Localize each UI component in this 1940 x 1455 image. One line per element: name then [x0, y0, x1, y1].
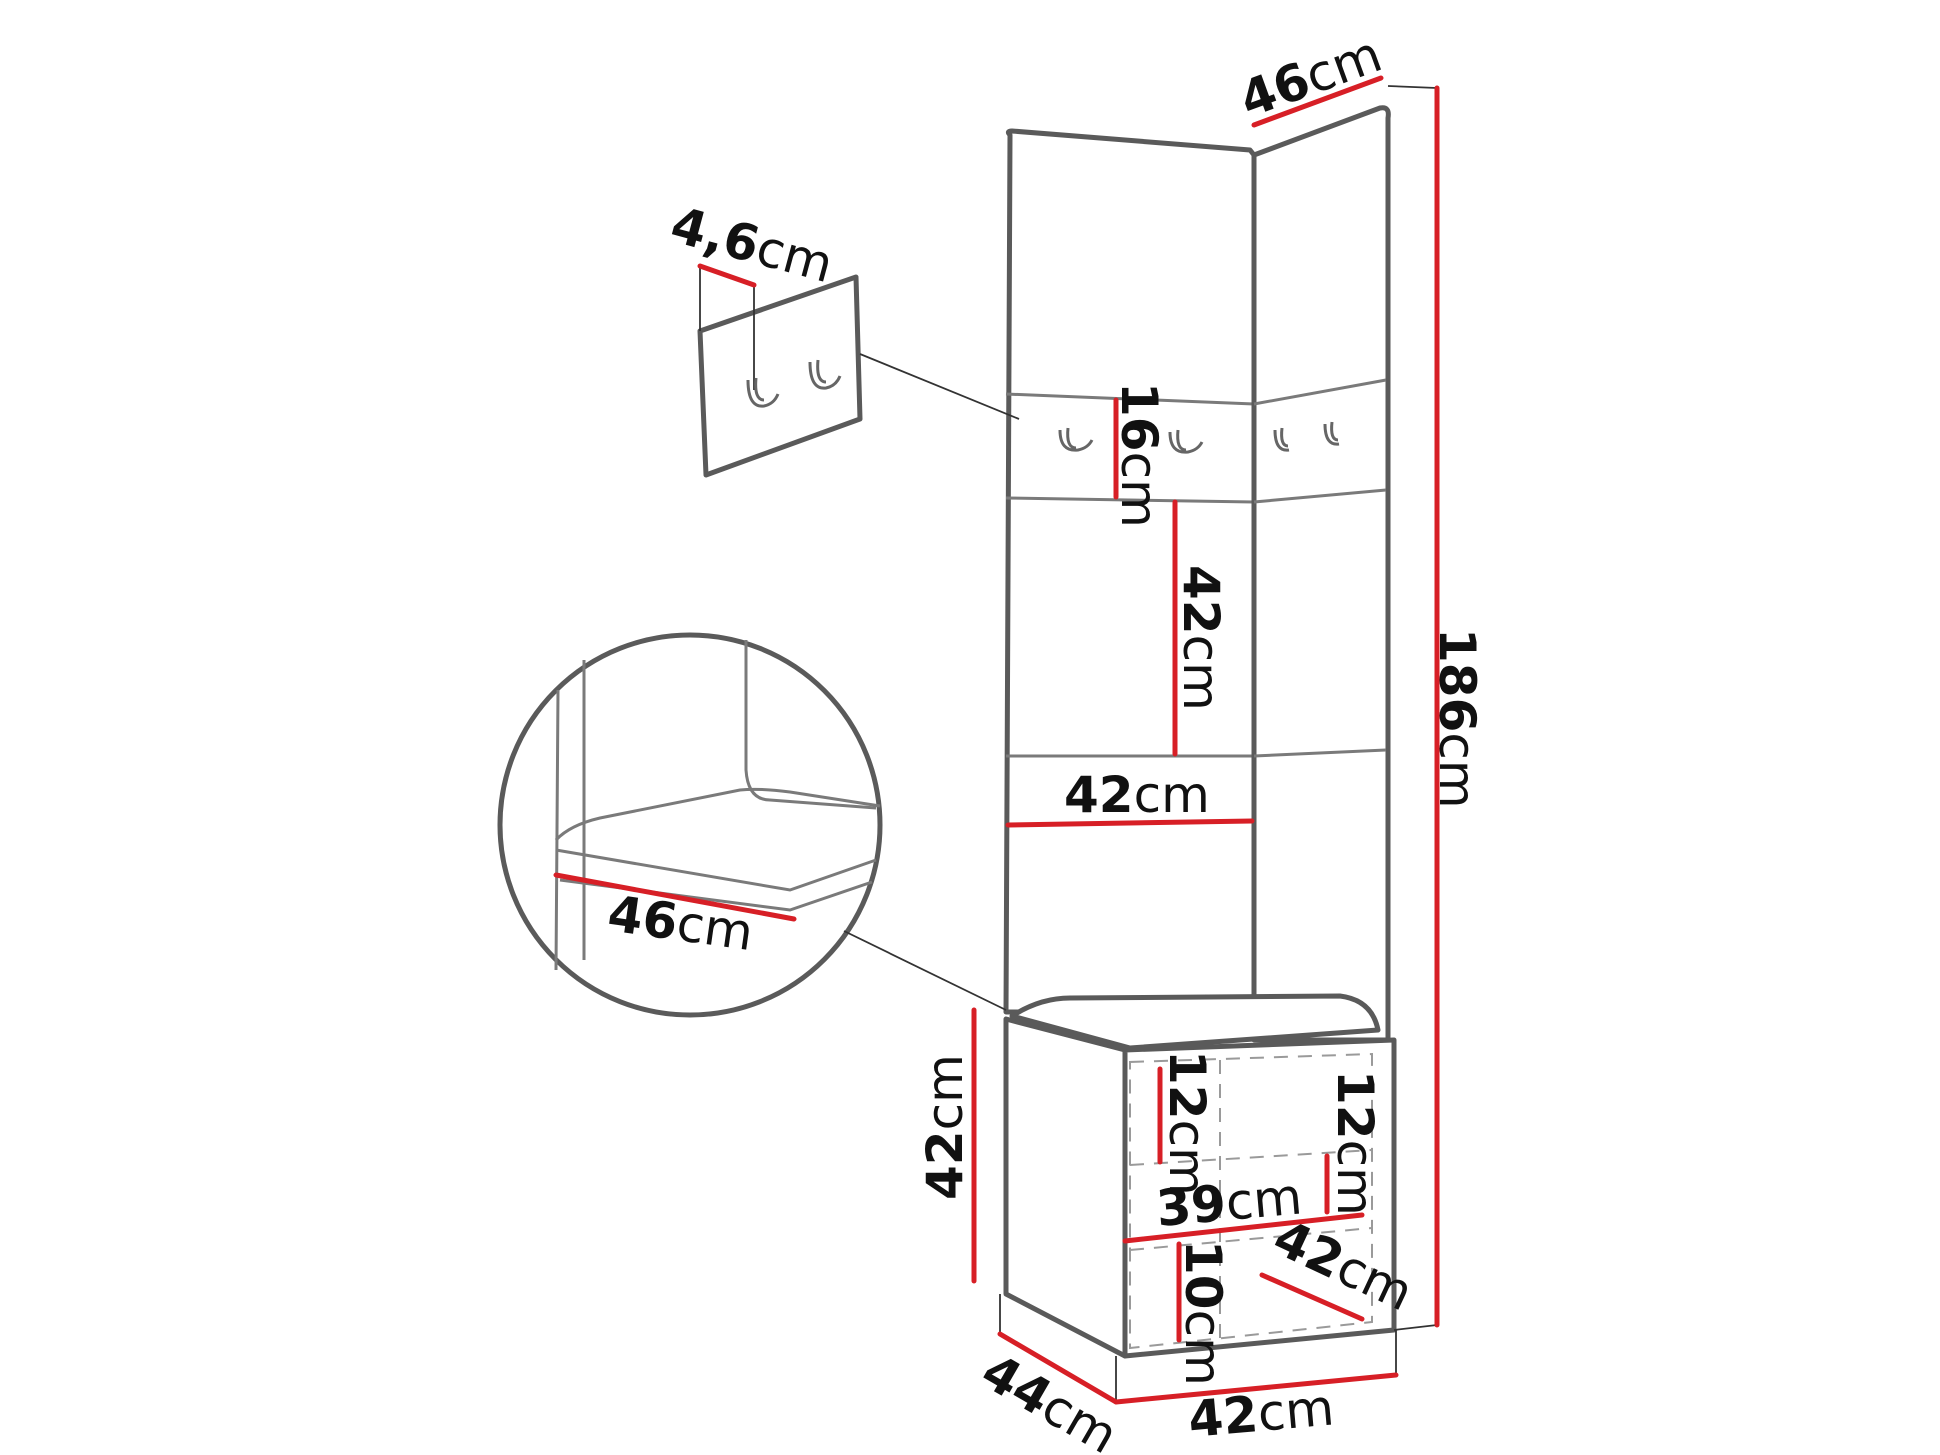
label-upper-shelf-right: 12cm [1326, 1070, 1384, 1216]
coat-hooks [1058, 421, 1340, 454]
label-panel-width: 42cm [1064, 766, 1210, 824]
label-shelf-width: 39cm [1154, 1167, 1304, 1237]
label-hook-panel-thickness: 4,6cm [665, 196, 839, 295]
label-cabinet-width: 42cm [1186, 1378, 1336, 1448]
label-hook-strip-height: 16cm [1110, 382, 1168, 528]
dimension-lines [553, 75, 1440, 1405]
bench-cabinet [1003, 993, 1397, 1359]
label-upper-shelf-left: 12cm [1158, 1050, 1216, 1196]
extension-lines [999, 85, 1438, 1402]
label-lower-shelf-height: 10cm [1174, 1240, 1232, 1386]
label-total-height: 186cm [1428, 628, 1486, 809]
hook-panel-detail [697, 266, 1020, 478]
label-panel-height: 42cm [1172, 565, 1230, 711]
label-cabinet-height: 42cm [916, 1054, 974, 1200]
label-cabinet-depth: 44cm [972, 1342, 1127, 1455]
wall-panel-right [1251, 105, 1391, 1043]
label-seat-depth-detail: 46cm [604, 884, 756, 962]
seat-detail-magnifier [497, 632, 1007, 1018]
